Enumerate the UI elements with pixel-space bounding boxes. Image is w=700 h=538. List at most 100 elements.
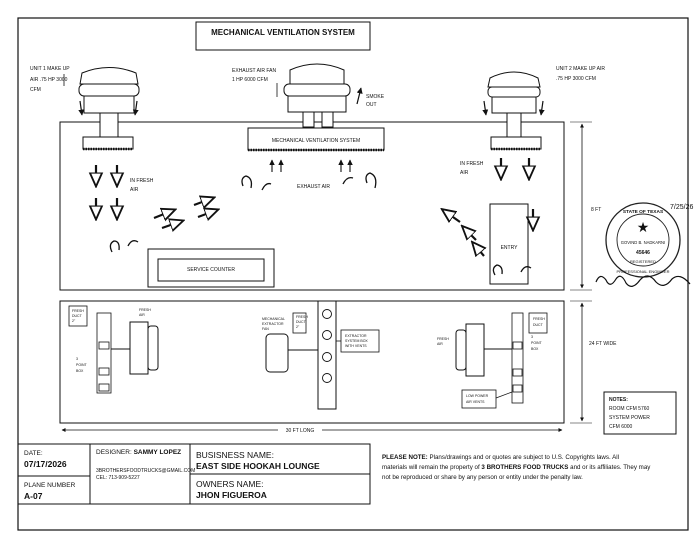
note-company: 3 BROTHERS FOOD TRUCKS xyxy=(481,464,569,471)
unit2-intake-arrow-right xyxy=(538,100,545,116)
exhaust-up-arrows xyxy=(269,159,353,172)
notes-title: NOTES: xyxy=(609,397,628,403)
low-power-callout-1: LOW POWER xyxy=(466,394,489,398)
page-title: MECHANICAL VENTILATION SYSTEM xyxy=(211,28,355,37)
fresh-air-plan-right-2: AIR xyxy=(437,342,443,346)
extractor-fan-label-2: EXTRACTOR xyxy=(262,322,284,326)
service-counter-top xyxy=(157,258,265,282)
point-box-right-3: BOX xyxy=(531,347,539,351)
copyright-note-line2: materials will remain the property of 3 … xyxy=(382,463,682,473)
designer-label: DESIGNER: SAMMY LOPEZ xyxy=(96,449,181,456)
notes-line1: ROOM CFM 5760 xyxy=(609,406,650,412)
note-text-1: Plans/drawings and or quotes are subject… xyxy=(429,454,619,461)
plan-room xyxy=(59,300,565,424)
entry-label: ENTRY xyxy=(501,245,519,251)
fresh-duct-right-1: FRESH xyxy=(533,317,545,321)
unit1-intake-arrow-right xyxy=(132,100,139,116)
note-text-3: not be reproduced or share by any person… xyxy=(382,474,583,481)
unit1-label-line3: CFM xyxy=(30,87,41,93)
seal-star-icon: ★ xyxy=(637,219,650,235)
point-box-left-1: 3 xyxy=(76,357,78,361)
note-text-2b: and or its affiliates. They may xyxy=(570,464,651,471)
plan-makeup-unit-right xyxy=(455,312,548,404)
exhaust-fan-label-line1: EXHAUST AIR FAN xyxy=(232,68,276,74)
fresh-air-plan-right-1: FRESH xyxy=(437,337,449,341)
hood-label: MECHANICAL VENTILATION SYSTEM xyxy=(272,138,360,144)
seal-state: STATE OF TEXAS xyxy=(623,209,664,215)
point-box-right-1: 3 xyxy=(531,335,533,339)
plane-number-value: A-07 xyxy=(24,491,43,501)
point-box-left-3: BOX xyxy=(76,369,84,373)
flow-arrows-diagonal-right xyxy=(443,210,484,256)
seal-registered: REGISTERED xyxy=(630,259,656,264)
plan-makeup-unit-left xyxy=(68,305,159,394)
unit2-intake-arrow-left xyxy=(482,100,489,116)
business-name-label: BUSISNESS NAME: xyxy=(196,450,274,460)
notes-line3: CFM 6000 xyxy=(609,424,633,430)
unit2-label-line2: .75 HP 3000 CFM xyxy=(556,76,596,82)
plan-exhaust-fan xyxy=(265,300,337,410)
notes-line2: SYSTEM POWER xyxy=(609,415,650,421)
flow-arrows-diagonal-left xyxy=(153,198,217,228)
notes-box xyxy=(603,391,677,435)
date-label: DATE: xyxy=(24,450,43,457)
extractor-callout-3: WITH VENTS xyxy=(345,344,367,348)
makeup-air-unit-1 xyxy=(78,67,140,151)
fresh-duct-left-2: DUCT xyxy=(72,314,83,318)
date-value: 07/17/2026 xyxy=(24,459,67,469)
seal-number: 45646 xyxy=(636,250,650,256)
unit1-label-line2: AIR .75 HP 3000 xyxy=(30,77,68,83)
seal-date: 7/25/26 xyxy=(670,204,693,211)
seal-name: GOVIND B. NADKARNI xyxy=(621,240,665,245)
fresh-duct-left-3: 2" xyxy=(72,319,76,323)
point-box-right-2: POINT xyxy=(531,341,543,345)
entry-door xyxy=(489,203,529,285)
owner-name-value: JHON FIGUEROA xyxy=(196,490,267,500)
exhaust-air-label: EXHAUST AIR xyxy=(297,184,330,190)
fresh-air-plan-left-1: FRESH xyxy=(139,308,151,312)
seal-profession: PROFESSIONAL ENGINEER xyxy=(617,269,670,274)
extractor-callout-1: EXTRACTOR xyxy=(345,334,367,338)
extractor-callout-2: SYSTEM BOX xyxy=(345,339,368,343)
copyright-note-line1: PLEASE NOTE: Plans/drawings and or quote… xyxy=(382,453,682,463)
point-box-left-2: POINT xyxy=(76,363,88,367)
service-counter-label: SERVICE COUNTER xyxy=(187,267,235,273)
designer-value: SAMMY LOPEZ xyxy=(133,449,182,456)
smoke-out-label-line2: OUT xyxy=(366,102,377,108)
exhaust-fan-label-line2: 1 HP 6000 CFM xyxy=(232,77,268,83)
engineer-signature xyxy=(595,275,691,287)
copyright-note: PLEASE NOTE: Plans/drawings and or quote… xyxy=(382,453,682,483)
fresh-duct-left-1: FRESH xyxy=(72,309,84,313)
width-label: 24 FT WIDE xyxy=(589,341,617,347)
fresh-air-left-line2: AIR xyxy=(130,187,139,193)
fresh-air-right-line1: IN FRESH xyxy=(460,161,484,167)
return-air-curls xyxy=(109,172,532,276)
sheet-border xyxy=(17,17,689,531)
smoke-out-arrow xyxy=(356,87,363,105)
plane-number-label: PLANE NUMBER xyxy=(24,482,76,489)
extractor-fan-label-1: MECHANICAL xyxy=(262,317,285,321)
fresh-air-right-line2: AIR xyxy=(460,170,469,176)
low-power-callout-2: AIR VENTS xyxy=(466,400,485,404)
exhaust-air-fan xyxy=(283,63,351,128)
fresh-air-plan-left-2: AIR xyxy=(139,313,145,317)
low-power-callout-box xyxy=(461,389,497,409)
fresh-duct-right-2: DUCT xyxy=(533,323,544,327)
makeup-air-unit-2 xyxy=(487,71,542,151)
unit2-label-line1: UNIT 2 MAKE UP AIR xyxy=(556,66,605,72)
please-note-label: PLEASE NOTE: xyxy=(382,454,428,461)
unit1-intake-arrow-left xyxy=(78,100,85,116)
designer-cel: CEL: 713-909-5227 xyxy=(96,475,140,481)
height-label: 8 FT xyxy=(591,207,601,213)
fresh-duct-mid-3: 2" xyxy=(296,325,300,329)
note-text-2a: materials will remain the property of xyxy=(382,464,480,471)
height-dimension xyxy=(570,121,592,291)
engineer-seal: ★ STATE OF TEXAS GOVIND B. NADKARNI 4564… xyxy=(605,202,681,278)
smoke-out-label-line1: SMOKE xyxy=(366,94,385,100)
business-name-value: EAST SIDE HOOKAH LOUNGE xyxy=(196,461,320,471)
unit1-label-line1: UNIT 1 MAKE UP xyxy=(30,66,70,72)
width-dimension xyxy=(570,300,592,424)
fresh-air-left-line1: IN FRESH xyxy=(130,178,154,184)
fresh-air-arrows-left xyxy=(96,165,117,218)
